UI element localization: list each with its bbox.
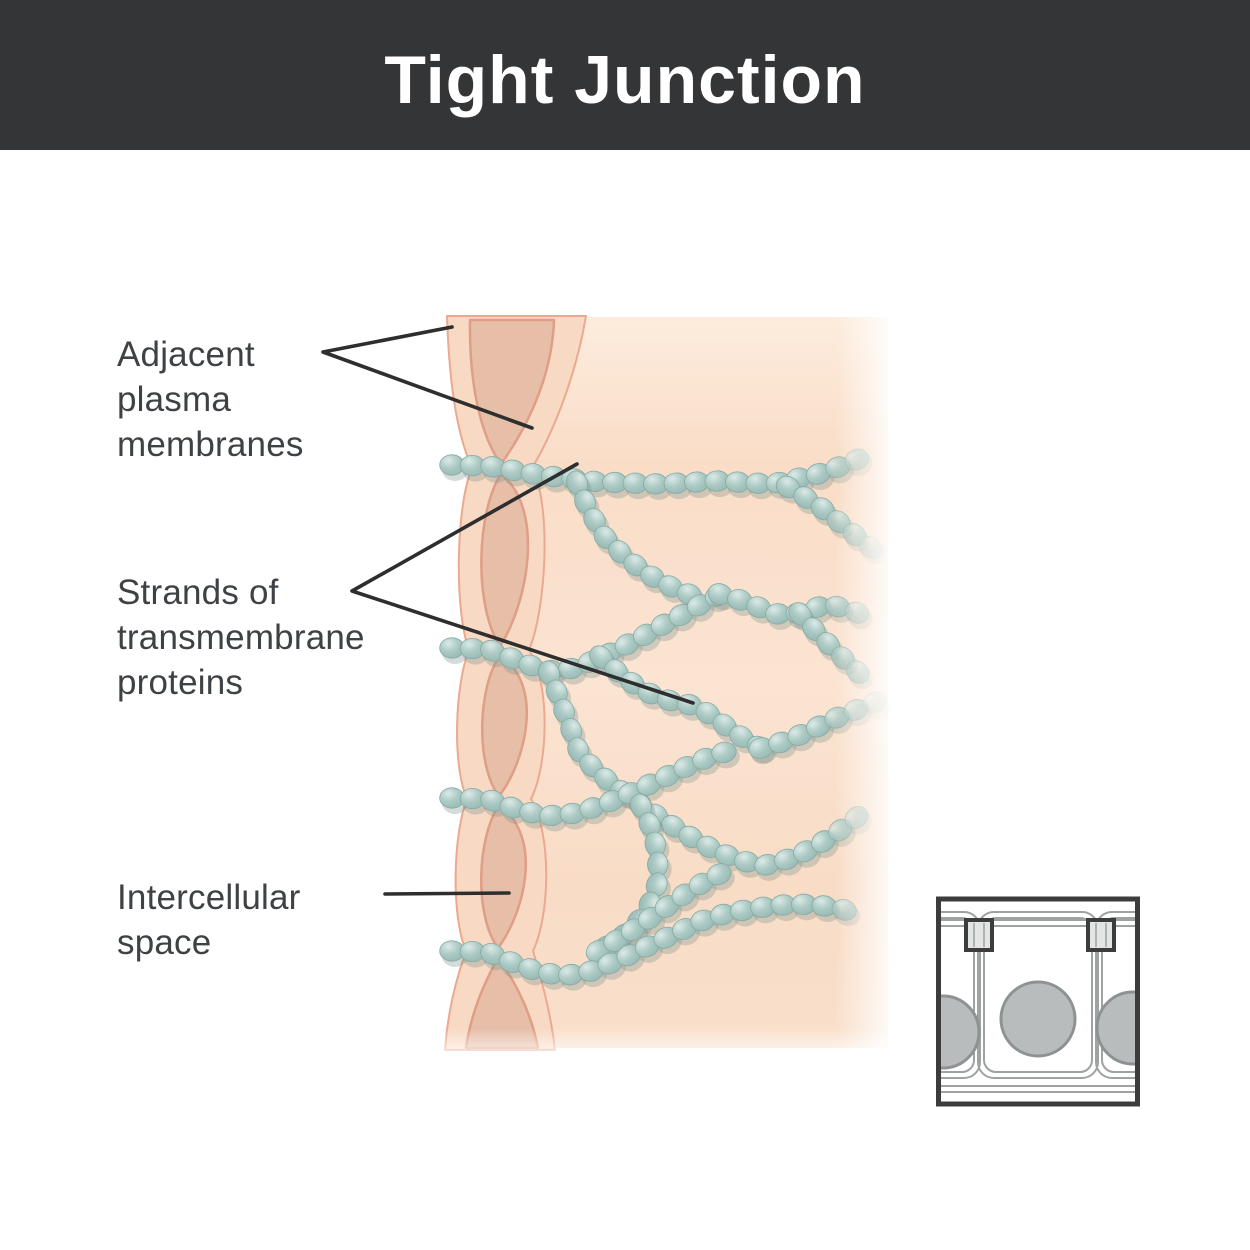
label-line: plasma xyxy=(117,380,232,419)
label-intercellular-space: Intercellular space xyxy=(117,875,301,965)
protein-strand xyxy=(538,660,872,881)
protein-strand xyxy=(585,863,735,968)
edge-fades xyxy=(425,310,905,1064)
protein-strand xyxy=(566,470,706,611)
annotation-line-intercellular-space xyxy=(383,891,511,896)
tight-junction-diagram xyxy=(321,310,1140,1107)
label-adjacent-plasma-membranes: Adjacent plasma membranes xyxy=(117,332,304,467)
tight-junction-marker xyxy=(1086,918,1116,952)
label-line: transmembrane xyxy=(117,618,365,657)
annotation-lines xyxy=(321,325,695,896)
label-line: Adjacent xyxy=(117,335,255,374)
inset-nucleus xyxy=(1095,990,1135,1066)
label-line: space xyxy=(117,923,212,962)
inset-contents xyxy=(941,911,1135,1093)
annotation-line-adjacent-plasma-membranes xyxy=(321,325,534,430)
protein-strand xyxy=(439,741,740,832)
label-line: proteins xyxy=(117,663,244,702)
tight-junction-marker xyxy=(964,918,994,952)
plasma-membrane xyxy=(444,315,587,1051)
inset-nucleus xyxy=(999,980,1077,1058)
label-line: Intercellular xyxy=(117,878,301,917)
inset-epithelial-cells xyxy=(936,896,1140,1107)
page-title: Tight Junction xyxy=(384,42,866,118)
label-line: membranes xyxy=(117,425,304,464)
figure: Adjacent plasma membranes Strands of tra… xyxy=(0,150,1250,1250)
inset-border xyxy=(936,896,1140,1107)
header: Tight Junction xyxy=(0,0,1250,150)
label-strands-of-transmembrane-proteins: Strands of transmembrane proteins xyxy=(117,570,365,705)
inset-nucleus xyxy=(941,994,981,1070)
annotation-line-strands xyxy=(350,462,695,705)
label-line: Strands of xyxy=(117,573,279,612)
